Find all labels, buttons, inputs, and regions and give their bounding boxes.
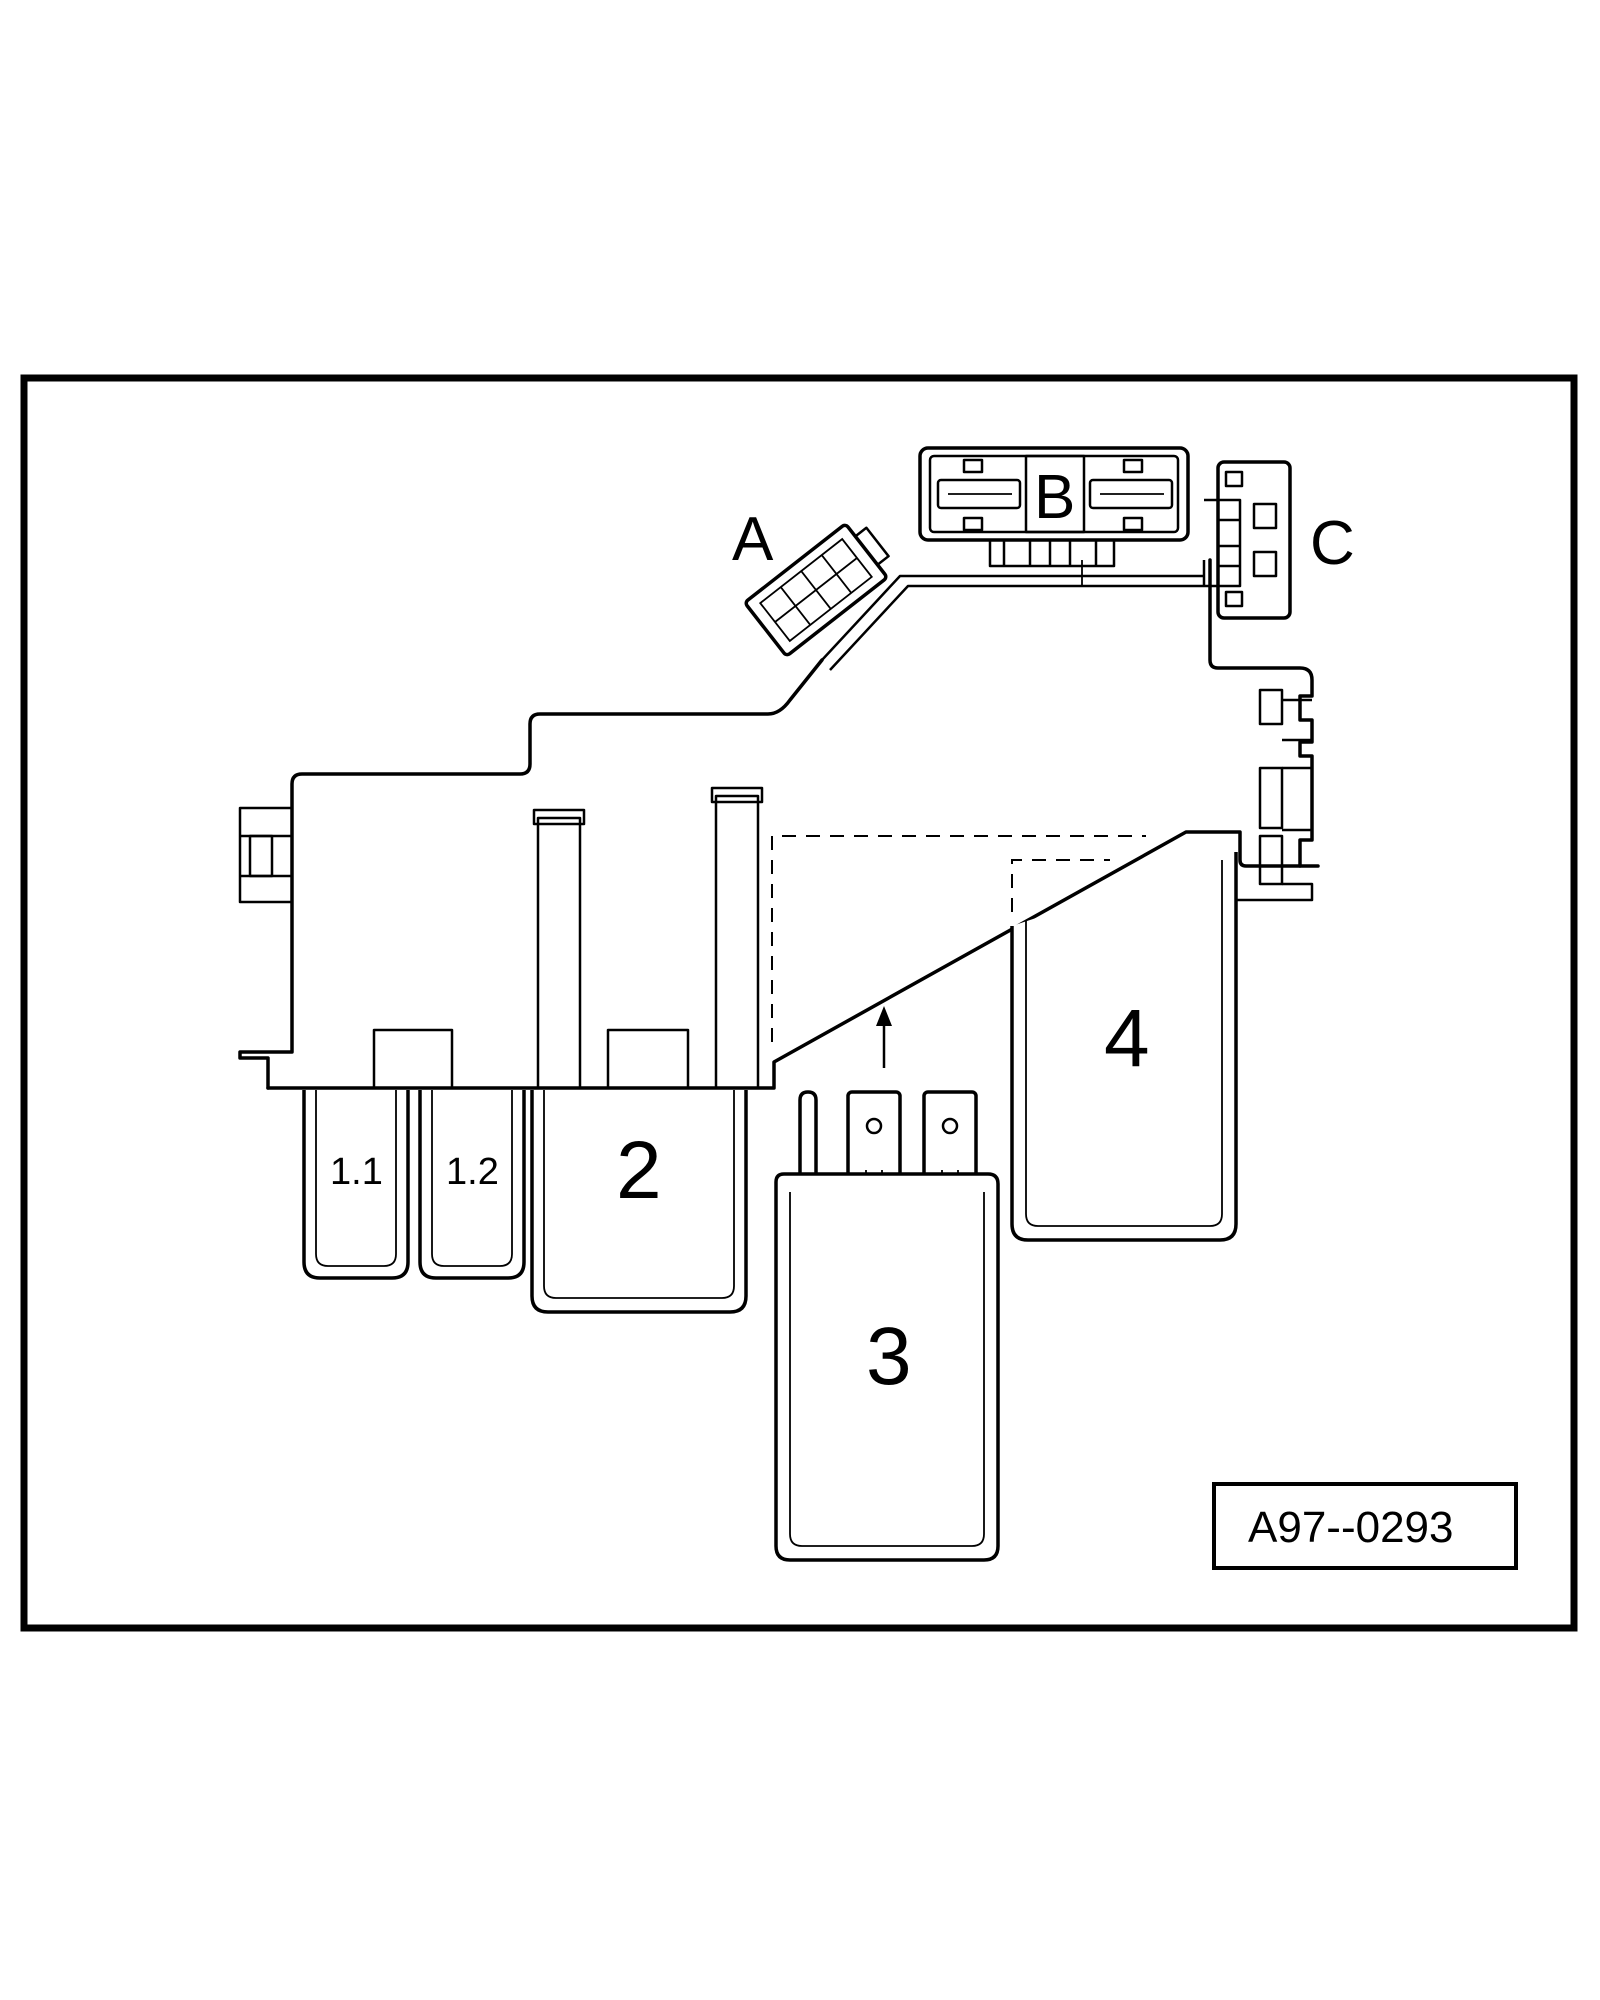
relay-1-1 — [302, 1090, 410, 1280]
wiring-harness — [821, 560, 1206, 671]
relay-3-label: 3 — [866, 1311, 912, 1402]
connector-c — [1204, 460, 1292, 620]
connector-a — [744, 523, 890, 657]
reference-code-box — [1212, 1482, 1518, 1570]
relay-1-2-label: 1.2 — [446, 1151, 499, 1193]
connector-c-label: C — [1310, 509, 1355, 578]
relay-4 — [1010, 852, 1238, 1242]
connector-b-label: B — [1034, 463, 1075, 532]
relay-4-label: 4 — [1104, 993, 1150, 1084]
relay-2-label: 2 — [616, 1125, 662, 1216]
connector-a-label: A — [732, 505, 774, 574]
relay-1-1-label: 1.1 — [330, 1151, 383, 1193]
relay-1-2 — [418, 1090, 526, 1280]
reference-code: A97--0293 — [1248, 1503, 1453, 1552]
figure-frame — [20, 374, 1578, 1632]
relay-3 — [774, 1090, 1000, 1562]
relay-2 — [530, 1090, 748, 1314]
carrier-housing — [238, 558, 1320, 1090]
connector-b — [918, 446, 1190, 568]
